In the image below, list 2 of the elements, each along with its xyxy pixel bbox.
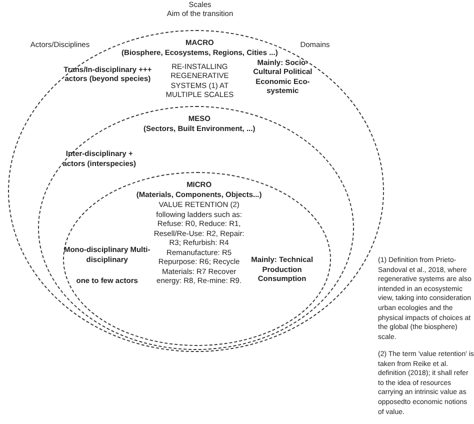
dashed-ellipse	[38, 106, 354, 350]
dashed-ellipse	[63, 172, 332, 346]
